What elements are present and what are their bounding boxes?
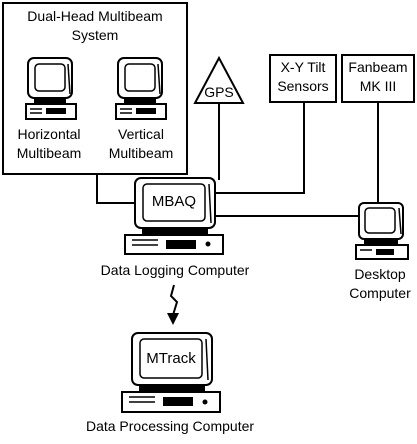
horizontal-label-line1: Horizontal [17,126,81,142]
tilt-sensors-line2: Sensors [277,78,329,94]
connection-lines [96,102,379,217]
vertical-label-line2: Multibeam [108,145,174,161]
vertical-label-line1: Vertical [118,126,164,142]
desktop-computer-line1: Desktop [354,266,406,282]
logging-screen-label: MBAQ [151,193,197,210]
horizontal-label-line2: Multibeam [16,145,82,161]
serial-link-arrow [167,284,179,325]
processing-screen-label: MTrack [146,350,196,367]
desktop-computer-icon [355,202,409,260]
dual-head-system-box [2,2,188,175]
horizontal-multibeam-monitor-icon [25,57,77,120]
vertical-multibeam-monitor-icon [115,57,167,120]
desktop-computer-line2: Computer [349,285,411,301]
processing-computer-icon [121,332,221,413]
gps-label: GPS [204,84,234,100]
dual-head-title-line2: System [71,27,119,43]
fanbeam-line2: MK III [359,78,397,94]
fanbeam-line1: Fanbeam [348,59,408,75]
logging-computer-caption: Data Logging Computer [100,262,250,278]
dual-head-title-line1: Dual-Head Multibeam [27,8,163,24]
processing-computer-caption: Data Processing Computer [85,418,255,434]
tilt-sensors-line1: X-Y Tilt [280,59,326,75]
logging-computer-icon [124,177,224,255]
